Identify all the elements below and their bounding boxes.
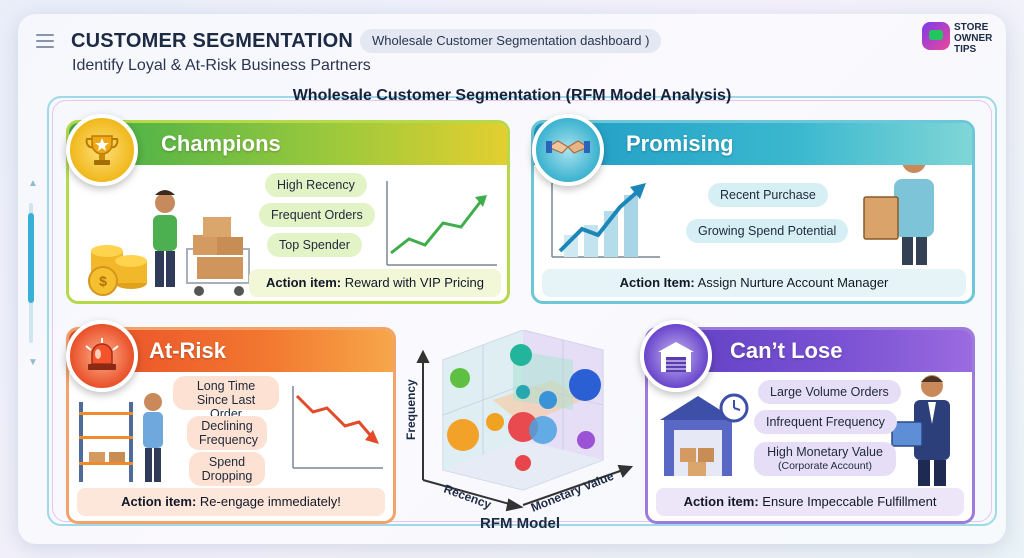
segment-card-promising[interactable]: Promising Recent Purchase Growing Spend … bbox=[531, 120, 975, 304]
corporate-person-icon bbox=[891, 375, 950, 486]
declining-chart-icon bbox=[292, 386, 383, 469]
clock-icon bbox=[719, 393, 749, 423]
tag-top-spender: Top Spender bbox=[267, 233, 362, 257]
card-body: Long Time Since Last Order Declining Fre… bbox=[69, 372, 393, 521]
at-risk-illustration bbox=[79, 386, 383, 482]
action-item[interactable]: Action item: Re-engage immediately! bbox=[77, 488, 385, 516]
store-owner-tips-logo: STORE OWNER TIPS bbox=[922, 20, 1012, 56]
card-title: Can’t Lose bbox=[730, 338, 843, 363]
scroll-track[interactable] bbox=[28, 203, 34, 343]
segment-card-at-risk[interactable]: At-Risk Long Time Since Last Order Decli… bbox=[66, 327, 396, 524]
vertical-scrollbar[interactable]: ▲ ▼ bbox=[28, 178, 38, 378]
account-manager-person-icon bbox=[863, 165, 934, 265]
champions-illustration: $ bbox=[88, 181, 497, 296]
rfm-axis-frequency: Frequency bbox=[404, 379, 418, 440]
tag-high-monetary-value: High Monetary Value (Corporate Account) bbox=[754, 442, 896, 476]
scroll-down-icon[interactable]: ▼ bbox=[28, 357, 38, 368]
page-subtitle: Identify Loyal & At-Risk Business Partne… bbox=[72, 57, 371, 74]
warehouse-building-icon bbox=[660, 396, 736, 476]
menu-icon[interactable] bbox=[36, 34, 54, 52]
warehouse-icon bbox=[640, 320, 712, 392]
tag-recent-purchase: Recent Purchase bbox=[708, 183, 828, 207]
logo-badge-icon bbox=[922, 22, 950, 50]
card-title: Champions bbox=[161, 131, 281, 156]
tag-growing-spend-potential: Growing Spend Potential bbox=[686, 219, 849, 243]
card-body: $ High Recency Fre bbox=[69, 165, 507, 301]
alarm-light-icon bbox=[66, 320, 138, 392]
coins-icon: $ bbox=[88, 245, 147, 296]
rfm-model-title: RFM Model bbox=[480, 515, 560, 532]
action-item[interactable]: Action item: Reward with VIP Pricing bbox=[249, 269, 501, 297]
cant-lose-illustration bbox=[660, 375, 950, 486]
card-header: Champions bbox=[69, 123, 507, 165]
action-item[interactable]: Action Item: Assign Nurture Account Mana… bbox=[542, 269, 966, 297]
action-item[interactable]: Action item: Ensure Impeccable Fulfillme… bbox=[656, 488, 964, 516]
rfm-spheres bbox=[447, 344, 601, 471]
promising-illustration bbox=[551, 165, 934, 265]
tag-spend-dropping: Spend Dropping bbox=[189, 452, 265, 486]
tag-long-time-since-last-order: Long Time Since Last Order bbox=[173, 376, 279, 421]
section-title: Wholesale Customer Segmentation (RFM Mod… bbox=[292, 87, 732, 104]
card-body: Recent Purchase Growing Spend Potential … bbox=[534, 165, 972, 301]
scroll-thumb[interactable] bbox=[28, 213, 34, 303]
rfm-axes bbox=[416, 349, 634, 512]
segment-card-champions[interactable]: Champions $ bbox=[66, 120, 510, 304]
tag-high-recency: High Recency bbox=[265, 173, 367, 197]
handshake-icon bbox=[532, 114, 604, 186]
rfm-model-chart: Frequency Recency Monetary Value bbox=[404, 330, 634, 515]
card-title: Promising bbox=[626, 131, 734, 156]
dashboard-pill[interactable]: Wholesale Customer Segmentation dashboar… bbox=[360, 29, 662, 53]
shelf-icon bbox=[79, 402, 133, 482]
logo-text: STORE OWNER TIPS bbox=[954, 22, 993, 55]
card-title: At-Risk bbox=[149, 338, 227, 363]
worried-person-icon bbox=[143, 393, 163, 482]
tag-frequent-orders: Frequent Orders bbox=[259, 203, 375, 227]
rfm-axis-recency: Recency bbox=[442, 482, 493, 512]
growth-chart-icon bbox=[386, 181, 497, 266]
shopping-cart-icon bbox=[186, 217, 250, 296]
card-body: Large Volume Orders Infrequent Frequency… bbox=[648, 372, 972, 521]
card-header: Promising bbox=[534, 123, 972, 165]
tag-large-volume-orders: Large Volume Orders bbox=[758, 380, 901, 404]
merchant-person-icon bbox=[153, 190, 177, 287]
svg-text:$: $ bbox=[99, 273, 107, 289]
page-title: CUSTOMER SEGMENTATION bbox=[71, 30, 353, 52]
tag-infrequent-frequency: Infrequent Frequency bbox=[754, 410, 897, 434]
rfm-grid bbox=[442, 340, 604, 455]
trophy-icon bbox=[66, 114, 138, 186]
scroll-up-icon[interactable]: ▲ bbox=[28, 178, 38, 189]
rising-chart-icon bbox=[551, 183, 660, 258]
tag-declining-frequency: Declining Frequency bbox=[187, 416, 267, 450]
